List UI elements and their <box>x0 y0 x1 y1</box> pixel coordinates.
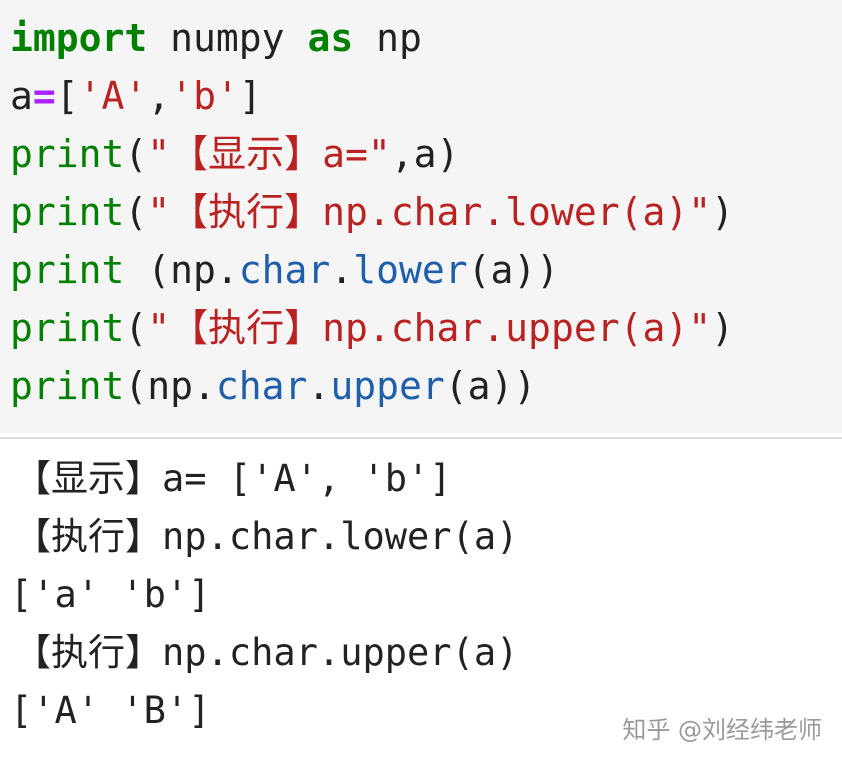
code-input-area[interactable]: import numpy as np a=['A','b'] print("【显… <box>0 0 842 433</box>
variable-a: a <box>10 74 33 118</box>
keyword-import: import <box>10 16 148 60</box>
string-literal: "【执行】np.char.lower(a)" <box>147 190 712 234</box>
call-prefix: (np. <box>124 248 239 292</box>
dot: . <box>307 364 331 408</box>
paren-open: ( <box>124 132 148 176</box>
output-line-2: 【执行】np.char.lower(a) <box>14 515 519 558</box>
print-function: print <box>10 364 125 408</box>
print-function: print <box>10 190 125 234</box>
string-literal: "【显示】a=" <box>147 132 391 176</box>
code-line-7: print(np.char.upper(a)) <box>10 360 536 412</box>
string-literal: 'b' <box>170 74 239 118</box>
paren-close: ) <box>711 190 734 234</box>
call-args: ,a) <box>390 132 460 176</box>
string-literal: "【执行】np.char.upper(a)" <box>147 306 712 350</box>
paren-close: ) <box>711 306 734 350</box>
print-function: print <box>10 248 125 292</box>
watermark: 知乎 @刘经纬老师 <box>622 716 822 744</box>
comma: , <box>147 74 171 118</box>
code-line-1: import numpy as np <box>10 12 422 64</box>
attribute-char: char <box>215 364 308 408</box>
output-line-1: 【显示】a= ['A', 'b'] <box>14 457 452 500</box>
call-suffix: (a)) <box>444 364 537 408</box>
print-function: print <box>10 132 125 176</box>
attribute-char: char <box>238 248 331 292</box>
code-line-4: print("【执行】np.char.lower(a)") <box>10 186 734 238</box>
output-line-4: 【执行】np.char.upper(a) <box>14 631 519 674</box>
output-line-3: ['a' 'b'] <box>10 573 211 616</box>
alias-name: np <box>353 16 422 60</box>
call-prefix: (np. <box>124 364 216 408</box>
cell-output-area: 【显示】a= ['A', 'b'] 【执行】np.char.lower(a) [… <box>0 437 842 765</box>
paren-open: ( <box>124 190 148 234</box>
code-line-5: print (np.char.lower(a)) <box>10 244 559 296</box>
keyword-as: as <box>307 16 354 60</box>
module-name: numpy <box>147 16 308 60</box>
list-close: ] <box>238 74 262 118</box>
list-open: [ <box>55 74 79 118</box>
attribute-upper: upper <box>330 364 445 408</box>
code-line-3: print("【显示】a=",a) <box>10 128 459 180</box>
dot: . <box>330 248 354 292</box>
call-suffix: (a)) <box>467 248 560 292</box>
assign-operator: = <box>32 74 56 118</box>
paren-open: ( <box>124 306 148 350</box>
print-function: print <box>10 306 125 350</box>
code-line-6: print("【执行】np.char.upper(a)") <box>10 302 734 354</box>
output-line-5: ['A' 'B'] <box>10 689 211 732</box>
code-line-2: a=['A','b'] <box>10 70 262 122</box>
string-literal: 'A' <box>78 74 148 118</box>
attribute-lower: lower <box>353 248 468 292</box>
